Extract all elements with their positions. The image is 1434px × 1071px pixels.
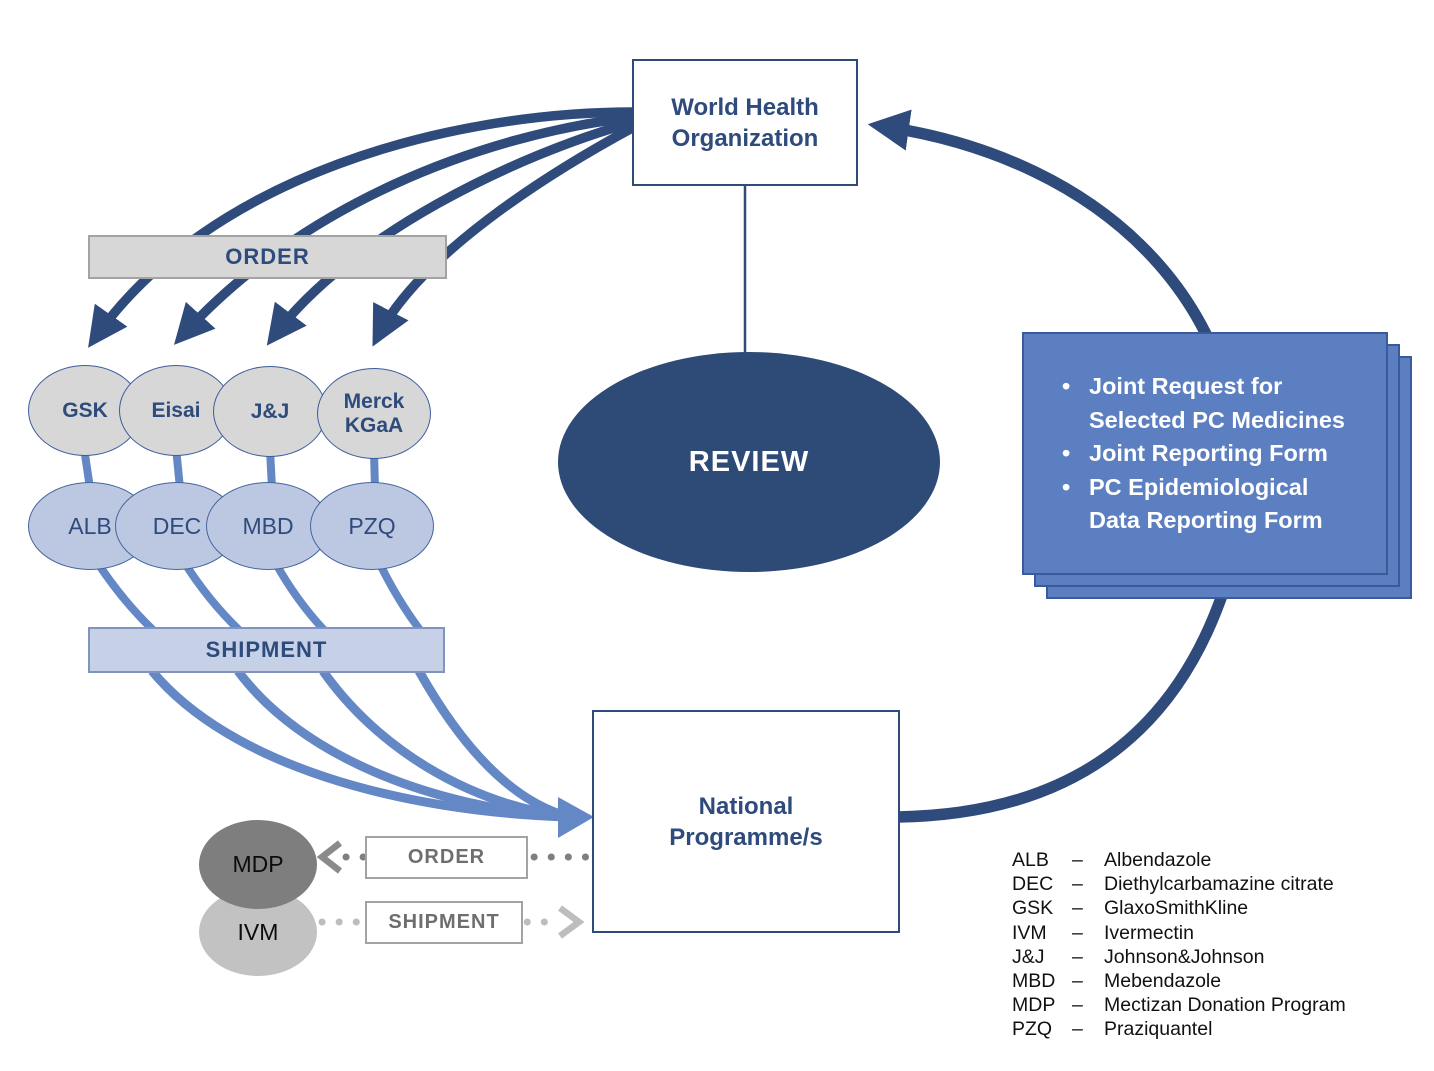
review-ellipse: REVIEW — [558, 352, 940, 572]
legend-abbr: MBD — [1012, 970, 1056, 993]
ivm-shipment-box-label: SHIPMENT — [388, 911, 500, 933]
supplier-label: Merck KGaA — [343, 389, 405, 437]
medicine-label: MBD — [242, 512, 294, 539]
legend-row: PZQ – Praziquantel — [1012, 1017, 1346, 1041]
legend-separator: – — [1072, 897, 1083, 920]
order-bar: ORDER — [88, 235, 447, 279]
legend-name: Praziquantel — [1104, 1018, 1213, 1041]
legend-abbr: GSK — [1012, 897, 1054, 920]
legend-separator: – — [1072, 1018, 1083, 1041]
legend-abbr: PZQ — [1012, 1018, 1053, 1041]
ivm-label: IVM — [237, 918, 279, 945]
medicine-shipment-link-pzq — [374, 558, 424, 633]
legend-name: Mebendazole — [1104, 970, 1222, 993]
who-label: World Health Organization — [671, 93, 819, 152]
document-bullet-item: Joint Reporting Form — [1062, 437, 1354, 471]
order-flow-arrow-merck — [372, 122, 637, 347]
legend-name: Ivermectin — [1104, 921, 1194, 944]
document-stack: Joint Request for Selected PC Medicines … — [1022, 332, 1434, 624]
supplier-label: Eisai — [151, 398, 201, 422]
legend-name: GlaxoSmithKline — [1104, 897, 1249, 920]
legend-separator: – — [1072, 970, 1083, 993]
supplier-label: GSK — [62, 398, 108, 422]
shipment-np-curve-2 — [234, 668, 571, 822]
document-bullet-list: Joint Request for Selected PC Medicines … — [1024, 334, 1386, 538]
supplier-ellipse-merck: Merck KGaA — [317, 368, 431, 459]
legend-name: Johnson&Johnson — [1104, 945, 1265, 968]
document-page-front: Joint Request for Selected PC Medicines … — [1022, 332, 1388, 575]
shipment-np-arrowhead — [558, 797, 594, 838]
mdp-order-box-label: ORDER — [407, 846, 486, 868]
legend-abbr: MDP — [1012, 994, 1056, 1017]
medicine-shipment-link-dec — [180, 559, 242, 633]
legend-abbr: IVM — [1012, 921, 1047, 944]
legend-abbr: ALB — [1012, 849, 1049, 871]
legend-separator: – — [1072, 921, 1083, 944]
medicine-ellipse-pzq: PZQ — [310, 482, 434, 570]
legend-name: Mectizan Donation Program — [1104, 994, 1346, 1017]
legend-row: DEC – Diethylcarbamazine citrate — [1012, 872, 1346, 896]
legend-name: Albendazole — [1104, 849, 1212, 871]
legend: ALB – Albendazole DEC – Diethylcarbamazi… — [1012, 848, 1346, 1042]
legend-row: MDP – Mectizan Donation Program — [1012, 993, 1346, 1017]
legend-separator: – — [1072, 849, 1083, 871]
mdp-order-box: ORDER — [365, 836, 528, 879]
order-flow-arrow-jj — [266, 117, 636, 346]
legend-row: J&J – Johnson&Johnson — [1012, 945, 1346, 969]
supplier-label: J&J — [250, 399, 290, 423]
medicine-shipment-link-mbd — [271, 560, 327, 633]
national-programmes-box: National Programme/s — [592, 710, 900, 933]
order-flow-arrow-eisai — [173, 112, 635, 345]
mdp-order-arrowhead — [316, 840, 342, 874]
legend-row: IVM – Ivermectin — [1012, 921, 1346, 945]
legend-abbr: J&J — [1012, 945, 1045, 968]
legend-separator: – — [1072, 873, 1083, 896]
national-programmes-label: National Programme/s — [669, 792, 823, 851]
medicine-label: ALB — [68, 512, 112, 539]
shipment-np-curve-1 — [148, 668, 571, 822]
medicine-label: DEC — [152, 512, 202, 539]
supplier-ellipse-jj: J&J — [213, 366, 327, 457]
ivm-shipment-box: SHIPMENT — [365, 901, 523, 944]
shipment-np-curve-3 — [319, 668, 571, 822]
document-bullet-item: Joint Request for Selected PC Medicines — [1062, 370, 1354, 437]
medicine-label: PZQ — [348, 512, 396, 539]
mdp-label: MDP — [232, 851, 284, 877]
legend-separator: – — [1072, 994, 1083, 1017]
document-bullet-item: PC Epidemiological Data Reporting Form — [1062, 471, 1354, 538]
review-label: REVIEW — [688, 445, 810, 478]
legend-row: MBD – Mebendazole — [1012, 969, 1346, 993]
order-bar-label: ORDER — [225, 244, 310, 269]
medicine-ellipse-mbd: MBD — [206, 482, 330, 570]
legend-row: ALB – Albendazole — [1012, 848, 1346, 872]
legend-name: Diethylcarbamazine citrate — [1104, 873, 1334, 896]
legend-row: GSK – GlaxoSmithKline — [1012, 896, 1346, 920]
medicine-shipment-link-alb — [93, 559, 156, 633]
mdp-ellipse: MDP — [199, 820, 317, 909]
shipment-bar: SHIPMENT — [88, 627, 445, 673]
legend-separator: – — [1072, 945, 1083, 968]
shipment-bar-label: SHIPMENT — [205, 637, 328, 662]
legend-abbr: DEC — [1012, 873, 1054, 896]
ivm-shipment-arrowhead — [558, 905, 585, 939]
who-box: World Health Organization — [632, 59, 858, 186]
shipment-np-curve-4 — [415, 668, 572, 822]
